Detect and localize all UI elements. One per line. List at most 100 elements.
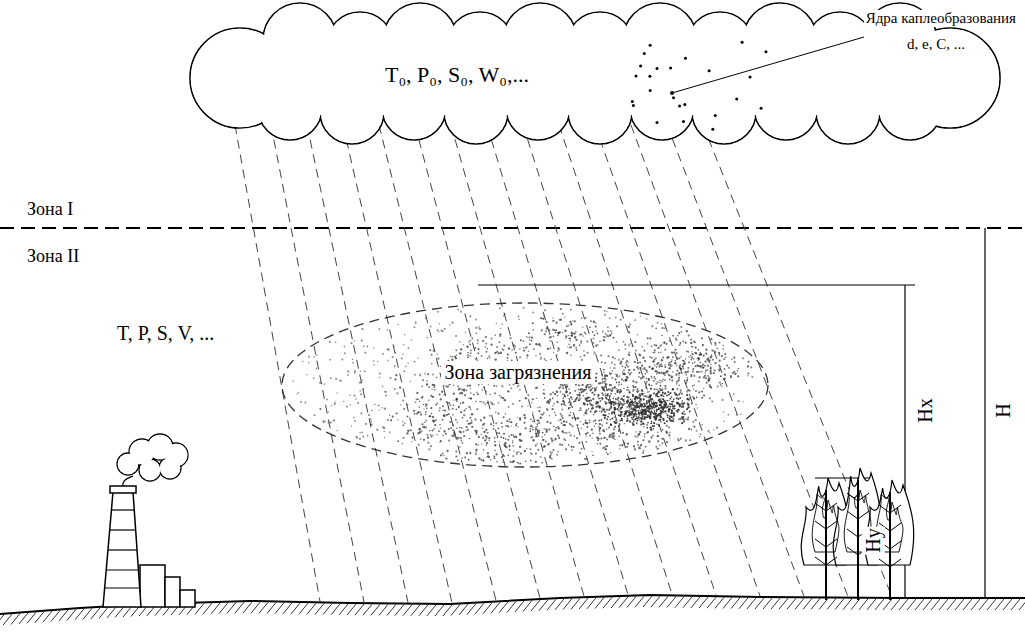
pollution-dot: [606, 452, 607, 453]
pollution-dot: [440, 427, 442, 429]
pollution-dot: [470, 355, 471, 356]
pollution-dot: [666, 370, 668, 372]
building: [140, 565, 165, 607]
nucleus-dot: [682, 120, 685, 123]
pollution-dot: [733, 356, 735, 358]
pollution-dot: [519, 433, 521, 435]
hatch-line: [555, 599, 564, 610]
pollution-dot: [519, 463, 521, 465]
pollution-dot: [711, 400, 713, 402]
hatch-line: [651, 596, 660, 607]
pollution-dot: [306, 374, 307, 375]
pollution-dot: [638, 433, 640, 435]
pollution-dot: [542, 439, 544, 441]
pollution-dot: [602, 429, 604, 431]
pollution-dot: [480, 434, 481, 435]
pollution-dot: [320, 408, 321, 409]
pollution-dot: [719, 370, 721, 372]
pollution-dot: [527, 394, 529, 396]
pollution-dot: [462, 417, 464, 419]
pollution-dot: [464, 456, 465, 457]
pollution-dot: [488, 439, 490, 441]
pollution-dot: [518, 318, 519, 319]
pollution-dot: [448, 428, 450, 430]
pollution-dot: [560, 319, 562, 321]
pollution-dot: [483, 417, 485, 419]
hatch-line: [843, 599, 852, 610]
pollution-dot: [330, 421, 332, 423]
pollution-dot: [541, 356, 542, 357]
pollution-dot: [622, 371, 623, 372]
pollution-dot: [606, 374, 608, 376]
hatch-line: [587, 598, 596, 609]
pollution-dot: [604, 314, 606, 316]
chimney-band: [105, 587, 140, 588]
pollution-dot: [678, 419, 680, 421]
pollution-dot: [504, 445, 506, 447]
pollution-dot: [627, 443, 629, 445]
pollution-dot: [625, 378, 627, 380]
pollution-dot: [645, 446, 646, 447]
pollution-dot: [560, 413, 562, 415]
pollution-dot: [559, 443, 561, 445]
pollution-dot: [548, 443, 550, 445]
pollution-dot: [714, 370, 716, 372]
rain-streak: [703, 125, 892, 597]
pollution-dot: [486, 436, 488, 438]
pollution-dot: [585, 436, 586, 437]
pollution-dot: [546, 321, 548, 323]
pollution-dot: [578, 442, 580, 444]
pollution-dot: [640, 316, 642, 318]
pollution-dot: [526, 346, 527, 347]
pollution-dot: [443, 455, 444, 456]
pollution-dot: [482, 459, 484, 461]
hatch-line: [243, 602, 252, 613]
pollution-dot: [463, 410, 465, 412]
hatch-line: [795, 598, 804, 609]
pollution-dot: [481, 401, 483, 403]
pollution-dot: [574, 320, 576, 322]
pollution-dot: [478, 326, 480, 328]
pollution-dot: [641, 365, 643, 367]
pollution-dot: [347, 374, 349, 376]
pollution-dot: [389, 377, 391, 379]
pollution-dot: [526, 354, 528, 356]
pollution-dot: [569, 404, 571, 406]
pollution-dot: [504, 442, 506, 444]
pollution-dot: [634, 361, 636, 363]
rain-streak: [271, 125, 364, 602]
pollution-dot: [624, 442, 626, 444]
hatch-line: [219, 603, 228, 614]
pollution-dot: [661, 365, 663, 367]
pollution-dot: [449, 404, 451, 406]
pollution-dot: [460, 439, 462, 441]
pollution-dot: [599, 407, 601, 409]
pollution-dot: [487, 358, 488, 359]
hatch-line: [923, 599, 932, 610]
pollution-dot: [747, 373, 749, 375]
rain-streak: [343, 125, 452, 603]
pollution-dot: [470, 408, 471, 409]
pollution-dot: [429, 430, 431, 432]
pollution-dot: [382, 353, 384, 355]
pollution-dot: [540, 413, 542, 415]
pollution-dot: [628, 389, 630, 391]
pollution-dot: [516, 423, 518, 425]
pollution-dot: [659, 380, 661, 382]
pollution-dot: [424, 373, 426, 375]
pollution-dot: [350, 342, 352, 344]
pollution-dot: [500, 328, 501, 329]
pollution-dot: [477, 444, 479, 446]
tree-branch: [847, 493, 869, 501]
pollution-dot: [656, 448, 658, 450]
pollution-dot: [520, 440, 522, 442]
pollution-dot: [401, 357, 403, 359]
pollution-dot: [523, 307, 525, 309]
pollution-dot: [331, 405, 333, 407]
dimension-lines: [478, 228, 1000, 598]
pollution-dot: [493, 404, 495, 406]
pollution-dot: [629, 420, 631, 422]
pollution-dot: [535, 428, 537, 430]
pollution-dot: [540, 317, 542, 319]
pollution-dot: [482, 424, 484, 426]
